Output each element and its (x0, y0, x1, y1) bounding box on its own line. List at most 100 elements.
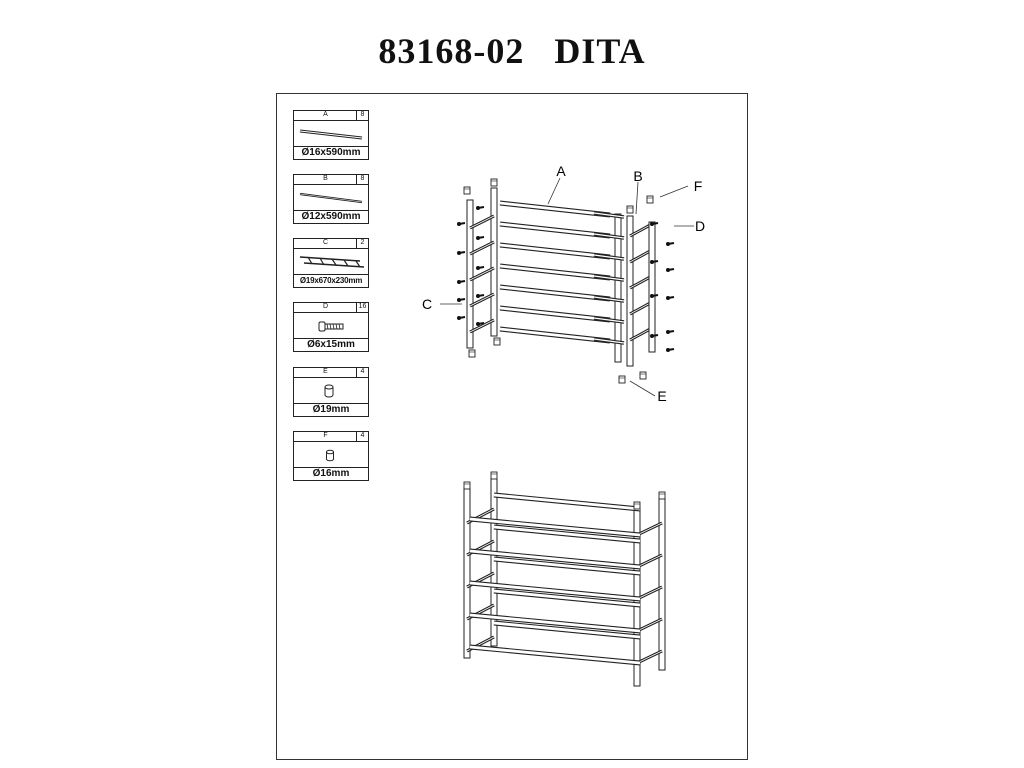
shelf-rail-back (493, 524, 641, 544)
thick-tube-icon (299, 129, 363, 140)
ladder-rung (629, 274, 653, 290)
callout-label-b: B (633, 168, 642, 184)
ladder-frame-post (626, 215, 634, 367)
shelf-rail-front (469, 516, 641, 538)
shelf-rail-back (493, 620, 641, 640)
top-cap-f (463, 186, 471, 195)
screw-d (476, 206, 485, 210)
part-letter: D (322, 303, 329, 310)
top-cap (490, 471, 498, 480)
page-title: 83168-02 DITA (378, 31, 646, 71)
rail-tube-b (593, 253, 625, 261)
exploded-view (457, 178, 675, 384)
callout-label-a: A (556, 163, 566, 179)
top-cap-f (646, 195, 654, 204)
part-card-c: C 2 Ø19x670x230mm (293, 238, 369, 288)
screw-icon (318, 321, 344, 332)
screw-d (457, 298, 466, 302)
shelf-rail-front (469, 580, 641, 602)
screw-d (650, 222, 659, 226)
part-spec: Ø12x590mm (294, 210, 368, 223)
thin-tube-icon (299, 192, 363, 204)
rail-tube-a (499, 200, 611, 218)
screw-d (666, 242, 675, 246)
foot-cap-e (493, 337, 501, 346)
callout-label-e: E (657, 388, 666, 404)
part-letter: A (323, 111, 328, 118)
screw-d (476, 236, 485, 240)
rail-tube-a (499, 221, 611, 239)
ladder-frame-post (490, 187, 498, 337)
top-cap (658, 491, 666, 500)
screw-d (457, 316, 466, 320)
shelf-rail-back (493, 588, 641, 608)
callout-lines (440, 177, 694, 397)
side-rung (636, 649, 663, 665)
rail-tube-a (499, 263, 611, 281)
shelf-rail-front (469, 612, 641, 634)
screw-d (457, 280, 466, 284)
ladder-rung (629, 248, 653, 264)
rail-tube-a (499, 284, 611, 302)
part-quantity: 4 (356, 432, 368, 441)
part-card-d: D 16 Ø6x15mm (293, 302, 369, 352)
screw-d (476, 322, 485, 326)
side-rung (636, 521, 663, 537)
screw-d (666, 268, 675, 272)
part-quantity: 2 (356, 239, 368, 248)
part-card-b: B 8 Ø12x590mm (293, 174, 369, 224)
part-card-f: F 4 Ø16mm (293, 431, 369, 481)
ladder-rung (469, 318, 495, 334)
callout-label-d: D (695, 218, 705, 234)
screw-d (650, 334, 659, 338)
ladder-rung (629, 300, 653, 316)
part-letter: E (323, 368, 328, 375)
top-cap-icon (326, 449, 334, 462)
rail-tube-b (593, 295, 625, 303)
top-cap-f (626, 205, 634, 214)
shelf-rail-front (469, 548, 641, 570)
part-quantity: 16 (356, 303, 368, 312)
top-cap (633, 501, 641, 510)
rail-tube-b (593, 211, 625, 219)
top-cap-f (490, 178, 498, 187)
rail-tube-b (593, 316, 625, 324)
foot-cap-e (618, 375, 626, 384)
ladder-rung (629, 222, 653, 238)
side-rung (636, 553, 663, 569)
part-spec: Ø6x15mm (294, 338, 368, 351)
shelf-rail-back (493, 492, 641, 512)
callout-label-c: C (422, 296, 432, 312)
screw-d (457, 222, 466, 226)
screw-d (650, 260, 659, 264)
rail-tube-a (499, 305, 611, 323)
top-cap (463, 481, 471, 490)
screw-d (476, 266, 485, 270)
shelf-rail-back (493, 556, 641, 576)
foot-cap-icon (324, 384, 334, 398)
part-quantity: 4 (356, 368, 368, 377)
part-letter: B (323, 175, 328, 182)
part-spec: Ø16mm (294, 467, 368, 480)
rail-tube-b (593, 232, 625, 240)
screw-d (666, 330, 675, 334)
frame-post (463, 487, 471, 659)
part-quantity: 8 (356, 111, 368, 120)
part-card-a: A 8 Ø16x590mm (293, 110, 369, 160)
part-letter: F (323, 432, 328, 439)
ladder-frame-icon (299, 256, 365, 268)
assembled-view (463, 471, 666, 687)
part-letter: C (322, 239, 329, 246)
screw-d (650, 294, 659, 298)
side-rung (636, 585, 663, 601)
screw-d (476, 294, 485, 298)
instruction-sheet (276, 93, 748, 760)
ladder-rung (469, 240, 495, 256)
shelf-rail-front (469, 644, 641, 666)
foot-cap-e (639, 371, 647, 380)
part-spec: Ø16x590mm (294, 146, 368, 159)
ladder-rung (469, 266, 495, 282)
ladder-rung (629, 326, 653, 342)
part-quantity: 8 (356, 175, 368, 184)
foot-cap-e (468, 349, 476, 358)
